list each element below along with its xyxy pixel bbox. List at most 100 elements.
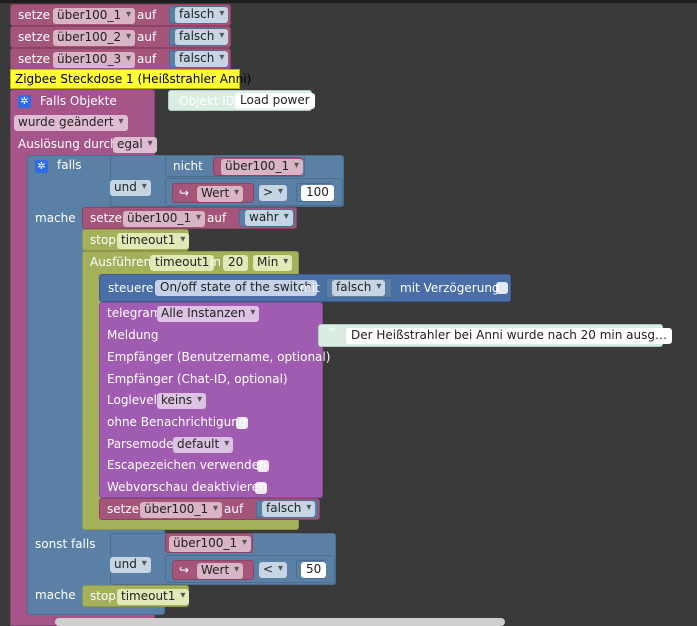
and-dropdown[interactable]: und (110, 180, 151, 196)
value-block[interactable]: wahr (239, 209, 295, 227)
not-block[interactable]: nicht über100_1 (165, 155, 305, 177)
comment-bubble[interactable]: Zigbee Steckdose 1 (Heißstrahler Anni) (10, 69, 251, 89)
ausloesung-label: Auslösung durch (18, 137, 118, 151)
set-block[interactable]: setze über100_1 auf wahr (82, 207, 297, 229)
set-block-2[interactable]: setze über100_2 auf falsch (10, 26, 231, 48)
value-dropdown[interactable]: wahr (245, 210, 293, 226)
auf-label: auf (207, 211, 227, 225)
setze-label: setze (18, 52, 51, 66)
ausloesung-dropdown[interactable]: egal (113, 137, 157, 153)
mit-label: mit (300, 281, 320, 295)
number-field[interactable]: 50 (301, 562, 327, 578)
auf-label: auf (137, 30, 157, 44)
wert-dropdown[interactable]: Wert (197, 186, 244, 202)
stop-block[interactable]: stop timeout1 (82, 585, 190, 607)
ohne-checkbox[interactable] (236, 417, 248, 429)
value-block[interactable]: falsch (169, 6, 229, 24)
value-dropdown[interactable]: falsch (175, 51, 229, 67)
timer-dropdown[interactable]: timeout1 (117, 233, 190, 249)
auf-label: auf (137, 8, 157, 22)
compare-block[interactable]: ↪ Wert > 100 (165, 178, 343, 206)
steuere-label: steuere (108, 281, 154, 295)
variable-dropdown[interactable]: über100_1 (123, 211, 206, 227)
parsemode-label: Parsemode (107, 437, 174, 451)
value-block[interactable]: falsch (326, 278, 392, 298)
value-dropdown[interactable]: falsch (332, 280, 386, 296)
value-dropdown[interactable]: falsch (262, 501, 316, 517)
value-getter[interactable]: ↪ Wert (172, 560, 254, 580)
loglevel-dropdown[interactable]: keins (157, 393, 207, 409)
text-block[interactable]: “ Der Heißstrahler bei Anni wurde nach 2… (318, 324, 672, 347)
variable-dropdown[interactable]: über100_1 (221, 159, 304, 175)
escape-label: Escapezeichen verwenden (107, 458, 267, 472)
webvorschau-label: Webvorschau deaktivieren (107, 480, 267, 494)
telegram-block[interactable] (99, 302, 323, 498)
delay-field[interactable]: 20 (223, 255, 249, 271)
meldung-label: Meldung (107, 328, 159, 342)
number-block[interactable]: 100 (296, 183, 334, 202)
setze-label: setze (107, 502, 140, 516)
escape-checkbox[interactable] (257, 460, 269, 472)
set-block-1[interactable]: setze über100_1 auf falsch (10, 4, 231, 26)
horizontal-scrollbar[interactable] (55, 618, 505, 626)
verzoegerung-checkbox[interactable] (496, 282, 508, 294)
operator-dropdown[interactable]: < (259, 562, 288, 578)
gear-icon[interactable]: ✲ (35, 160, 48, 173)
message-field[interactable]: Der Heißstrahler bei Anni wurde nach 20 … (346, 328, 672, 344)
timer-name-field[interactable]: timeout1 (150, 255, 215, 271)
in-label: in (210, 255, 221, 269)
parsemode-dropdown[interactable]: default (173, 437, 234, 453)
variable-block[interactable]: über100_1 (213, 157, 304, 176)
set-block-inner[interactable]: setze über100_1 auf falsch (99, 498, 320, 520)
stop-label: stop (90, 233, 116, 247)
return-arrow-icon: ↪ (179, 186, 190, 200)
change-dropdown[interactable]: wurde geändert (14, 115, 128, 131)
gear-icon[interactable]: ✲ (18, 95, 31, 108)
variable-dropdown[interactable]: über100_3 (53, 52, 136, 68)
loglevel-label: Loglevel (107, 393, 157, 407)
object-id-block[interactable]: Objekt ID Load power (168, 90, 315, 111)
webvorschau-checkbox[interactable] (255, 482, 267, 494)
falls-label: falls (57, 158, 82, 172)
and-dropdown[interactable]: und (110, 557, 151, 573)
control-block[interactable]: steuere On/off state of the switch mit f… (99, 274, 511, 302)
mache-label: mache (35, 211, 76, 225)
variable-dropdown[interactable]: über100_1 (169, 536, 252, 552)
state-field[interactable]: On/off state of the switch (155, 280, 317, 296)
compare-block[interactable]: ↪ Wert < 50 (165, 555, 335, 583)
timer-dropdown[interactable]: timeout1 (117, 589, 190, 605)
auf-label: auf (137, 52, 157, 66)
close-quote-icon: ” (643, 326, 651, 342)
empfaenger-user-label: Empfänger (Benutzername, optional) (107, 350, 331, 364)
object-id-field[interactable]: Load power (235, 93, 315, 109)
variable-block[interactable]: über100_1 (165, 533, 253, 553)
number-field[interactable]: 100 (301, 185, 334, 201)
ausfuehren-label: Ausführen (90, 255, 152, 269)
number-block[interactable]: 50 (296, 560, 327, 579)
value-block[interactable]: falsch (169, 50, 229, 68)
value-dropdown[interactable]: falsch (175, 29, 229, 45)
verzoegerung-label: mit Verzögerung (400, 281, 500, 295)
variable-dropdown[interactable]: über100_1 (140, 502, 223, 518)
variable-dropdown[interactable]: über100_2 (53, 30, 136, 46)
stop-label: stop (90, 589, 116, 603)
open-quote-icon: “ (329, 326, 337, 342)
value-dropdown[interactable]: falsch (175, 7, 229, 23)
nicht-label: nicht (173, 159, 203, 173)
value-block[interactable]: falsch (169, 28, 229, 46)
mache-label: mache (35, 588, 76, 602)
object-id-label: Objekt ID (179, 94, 236, 108)
set-block-3[interactable]: setze über100_3 auf falsch (10, 48, 231, 70)
wert-dropdown[interactable]: Wert (197, 563, 244, 579)
stop-block[interactable]: stop timeout1 (82, 229, 190, 251)
instance-dropdown[interactable]: Alle Instanzen (157, 306, 260, 322)
value-block[interactable]: falsch (256, 500, 318, 518)
auf-label: auf (224, 502, 244, 516)
return-arrow-icon: ↪ (179, 563, 190, 577)
unit-dropdown[interactable]: Min (253, 255, 293, 271)
top-bar (0, 0, 697, 3)
setze-label: setze (90, 211, 123, 225)
operator-dropdown[interactable]: > (259, 185, 288, 201)
value-getter[interactable]: ↪ Wert (172, 183, 254, 203)
variable-dropdown[interactable]: über100_1 (53, 8, 136, 24)
